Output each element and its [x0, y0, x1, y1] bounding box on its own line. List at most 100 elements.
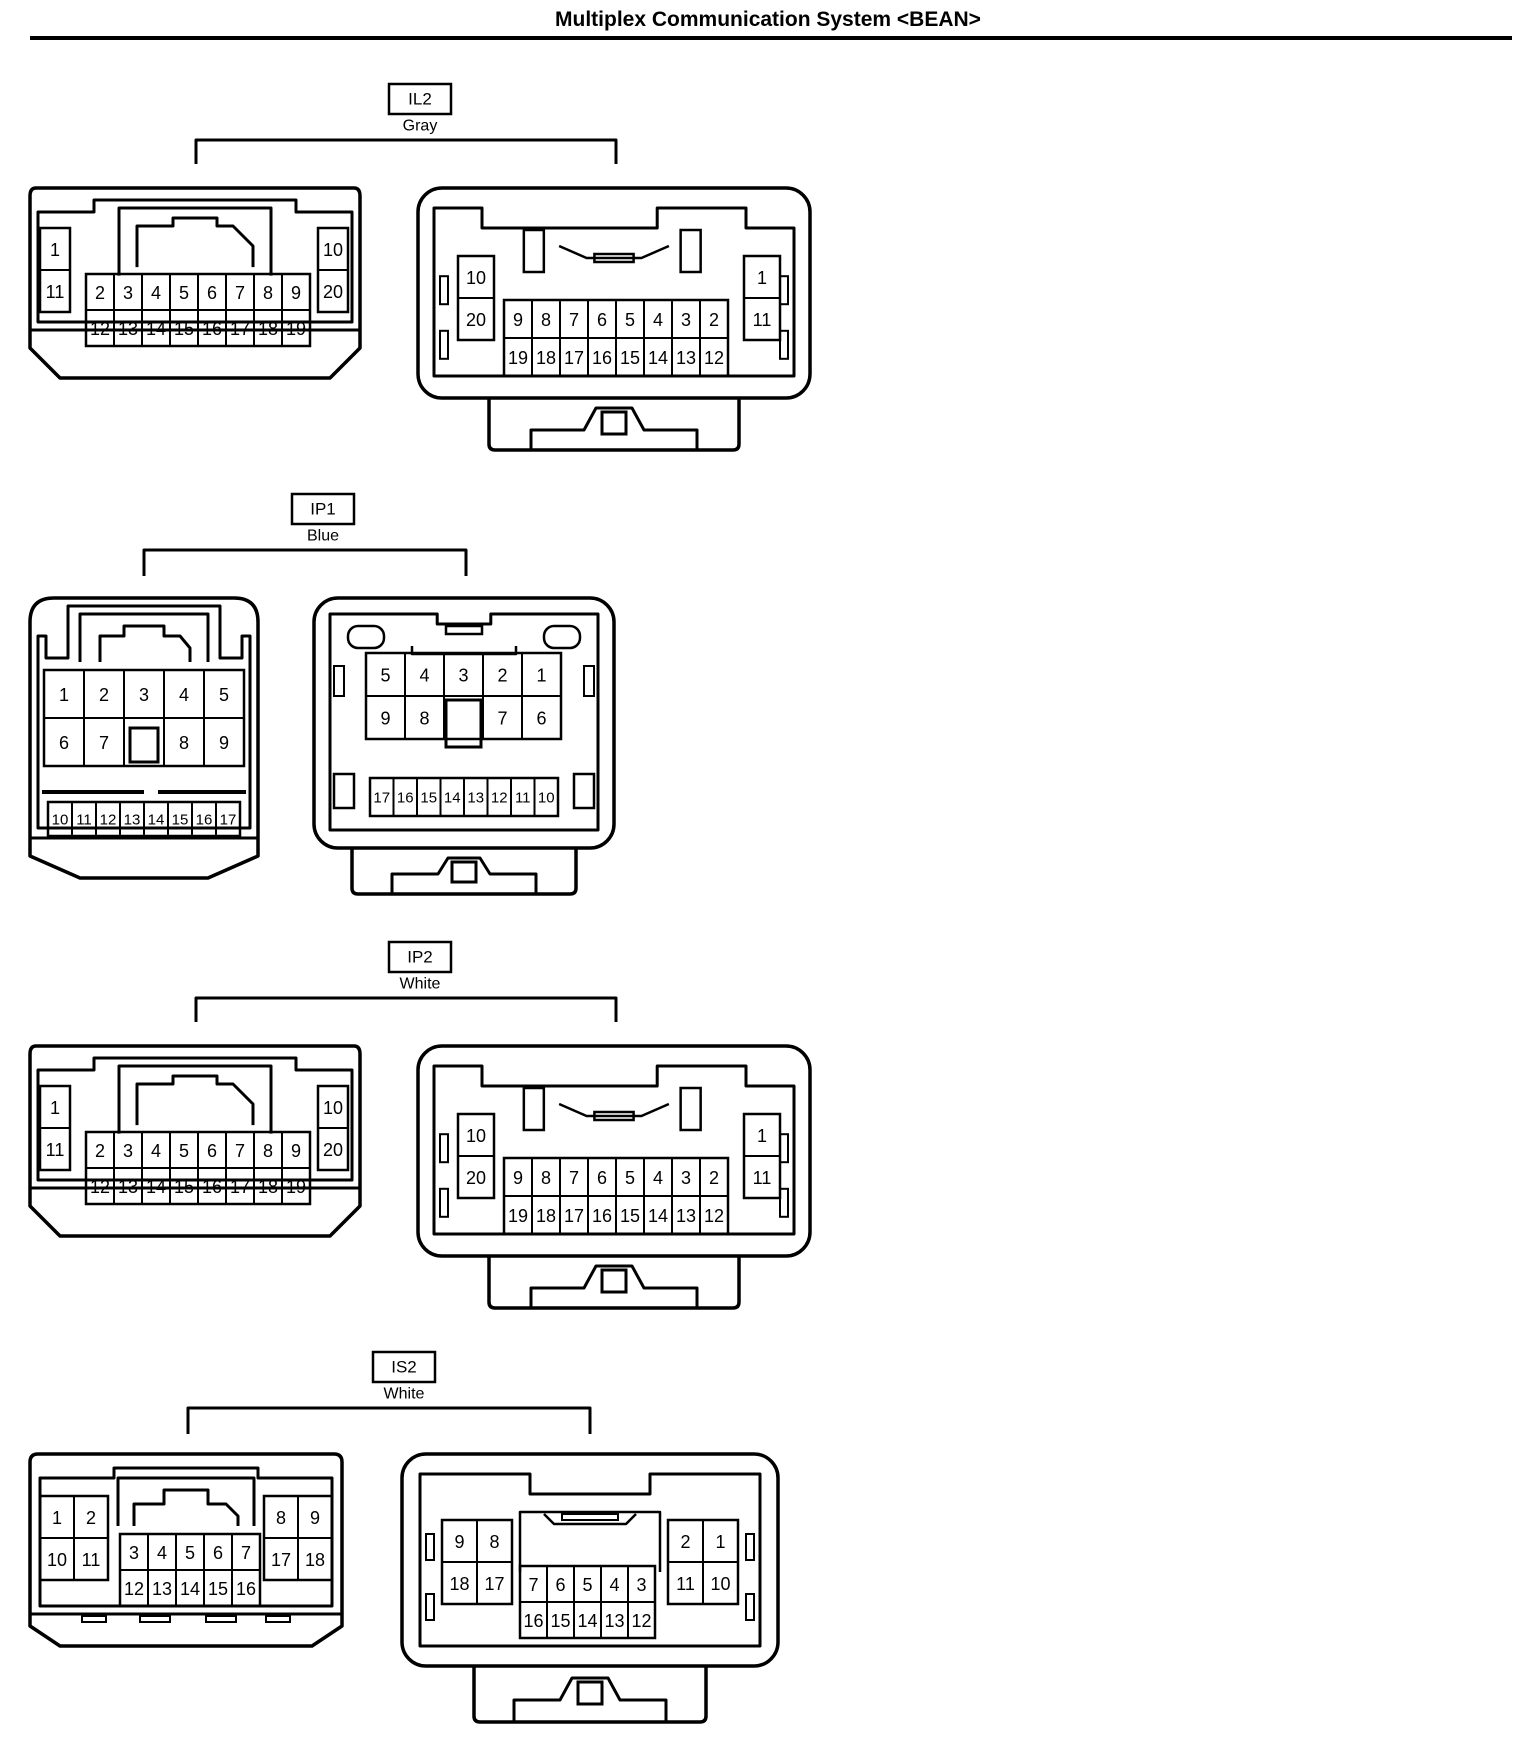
pin-number: 8	[419, 709, 429, 729]
pin-number: 5	[179, 283, 189, 303]
pin-number: 5	[582, 1575, 592, 1595]
key-channel	[543, 1513, 637, 1526]
connector-color: Gray	[403, 118, 438, 135]
pin-number: 10	[710, 1574, 730, 1594]
pin-number: 15	[172, 812, 189, 829]
pin-number: 10	[323, 240, 343, 260]
latch-arch	[117, 1064, 273, 1134]
pin-number: 6	[555, 1575, 565, 1595]
pin-number: 17	[373, 790, 390, 807]
pin-number: 2	[86, 1508, 96, 1528]
pin-number: 16	[397, 790, 414, 807]
pin-number: 17	[230, 1177, 250, 1197]
pin-number: 11	[676, 1574, 695, 1594]
pin-number: 18	[536, 1206, 556, 1226]
pin-number: 1	[50, 240, 60, 260]
pin-number: 9	[454, 1532, 464, 1552]
pin-number: 7	[235, 1141, 245, 1161]
pin-number: 8	[263, 283, 273, 303]
pin-number: 6	[213, 1543, 223, 1563]
pin-number: 14	[577, 1611, 597, 1631]
pin-number: 5	[625, 310, 635, 330]
lock-housing	[350, 848, 578, 896]
pin-number: 9	[513, 1168, 523, 1188]
connector-bracket	[142, 548, 468, 576]
pin-number: 11	[82, 1550, 101, 1570]
pin-number: 16	[236, 1579, 256, 1599]
pin-number: 3	[681, 1168, 691, 1188]
connector-bracket	[194, 996, 618, 1022]
housing-outline	[28, 1044, 362, 1238]
pin-number: 15	[620, 1206, 640, 1226]
pin-number: 6	[207, 1141, 217, 1161]
connector-bracket	[194, 138, 618, 164]
pin-number: 18	[305, 1550, 325, 1570]
housing-outline	[28, 596, 260, 880]
pin-cell	[457, 297, 495, 341]
pin-number: 9	[291, 1141, 301, 1161]
pin-number: 16	[202, 319, 222, 339]
pin-number: 15	[174, 1177, 194, 1197]
pin-number: 12	[704, 348, 724, 368]
pin-cell	[39, 269, 71, 313]
pin-number: 16	[196, 812, 213, 829]
pin-number: 9	[219, 733, 229, 753]
pin-cell	[281, 309, 311, 347]
pin-number: 5	[179, 1141, 189, 1161]
page-title: Multiplex Communication System <BEAN>	[555, 8, 981, 31]
pin-number: 1	[757, 268, 767, 288]
lock-housing	[487, 1256, 741, 1310]
pin-number: 15	[174, 319, 194, 339]
pin-number: 20	[323, 282, 343, 302]
pin-number: 5	[380, 666, 390, 686]
pin-number: 12	[90, 319, 110, 339]
housing-inner	[418, 1472, 762, 1648]
connector-code-box	[387, 940, 453, 974]
guide-post	[522, 1086, 546, 1132]
pin-number: 2	[680, 1532, 690, 1552]
pin-number: 3	[458, 666, 468, 686]
guide-hole	[542, 624, 582, 650]
pin-number: 17	[484, 1574, 504, 1594]
pin-cell	[281, 1167, 311, 1205]
pin-number: 4	[151, 283, 161, 303]
pin-cell	[476, 1561, 513, 1605]
lock-latch	[529, 1264, 699, 1308]
pin-number: 10	[538, 790, 555, 807]
pin-number: 9	[513, 310, 523, 330]
pin-number: 13	[467, 790, 484, 807]
pin-cell	[203, 717, 245, 767]
pin-cell	[627, 1601, 656, 1639]
key-slot	[444, 624, 484, 636]
pin-number: 17	[564, 348, 584, 368]
pin-number: 20	[323, 1140, 343, 1160]
pin-number: 12	[124, 1579, 144, 1599]
connector-bracket	[186, 1406, 592, 1434]
pin-number: 15	[420, 790, 437, 807]
pin-number: 13	[604, 1611, 624, 1631]
pin-number: 2	[99, 685, 109, 705]
pin-number: 3	[123, 1141, 133, 1161]
key-channel	[558, 244, 670, 260]
key-channel	[558, 1102, 670, 1118]
pin-number: 14	[648, 1206, 668, 1226]
pin-number: 7	[569, 310, 579, 330]
center-frame	[518, 1510, 662, 1572]
pin-number: 1	[52, 1508, 62, 1528]
connector-code: IP1	[310, 500, 336, 519]
pin-cell	[231, 1569, 261, 1607]
housing-inner	[432, 206, 796, 378]
pin-number: 2	[497, 666, 507, 686]
pin-cell	[699, 337, 729, 377]
pin-number: 10	[466, 1126, 486, 1146]
pin-number: 14	[648, 348, 668, 368]
pin-number: 5	[219, 685, 229, 705]
pin-cell	[702, 1561, 739, 1605]
pin-number: 16	[592, 348, 612, 368]
pin-number: 2	[709, 1168, 719, 1188]
